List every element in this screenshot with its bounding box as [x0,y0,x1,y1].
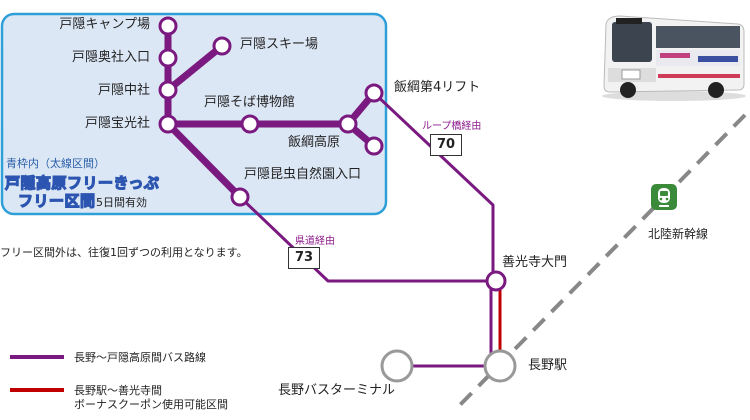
route-70-via: ループ橋経由 [422,121,482,132]
shinkansen-label: 北陸新幹線 [648,227,709,241]
route-70-badge: 70 [430,134,462,156]
stop-label-soba: 戸隠そば博物館 [204,95,296,110]
stop-marker-togakushi-camp [158,16,178,36]
stop-marker-ski [212,36,232,56]
stop-markers [158,16,507,292]
legend-purple-label: 長野～戸隠高原間バス路線 [74,351,206,364]
stop-label-iizuna-kogen: 飯綱高原 [288,135,341,150]
stop-label-iizuna-lift: 飯綱第4リフト [394,80,481,95]
stop-marker-chusha [158,80,178,100]
free-pass-validity: 5日間有効 [96,196,147,209]
stop-marker-okusha [158,48,178,68]
stop-marker-zenkoji [485,270,507,292]
station-marker-bus-terminal [380,349,414,383]
stop-label-bus-terminal: 長野バスターミナル [278,383,396,398]
stop-label-ski: 戸隠スキー場 [240,37,319,52]
outside-area-note: フリー区間外は、往復1回ずつの利用となります。 [0,246,248,259]
legend-red-label-line2: ボーナスクーポン使用可能区間 [74,398,228,411]
free-area-box [0,12,388,216]
stop-marker-soba [240,114,260,134]
route-73-via: 県道経由 [295,236,335,247]
route-73-badge: 73 [288,247,320,269]
stop-label-okusha: 戸隠奥社入口 [71,50,150,65]
stop-label-zenkoji: 善光寺大門 [502,255,568,270]
free-area-title: 青枠内（太線区間） [6,157,105,170]
stop-marker-iizuna-lift [364,83,384,103]
stop-marker-iizuna-branch [364,136,384,156]
stop-label-chusha: 戸隠中社 [97,83,150,98]
stop-marker-iizuna-kogen [338,114,358,134]
stop-marker-hokosha [158,114,178,134]
station-marker-nagano [483,349,517,383]
stop-label-togakushi-camp: 戸隠キャンプ場 [59,17,150,32]
free-pass-title: 戸隠高原フリーきっぷ [4,173,160,192]
route-lines [238,91,502,368]
legend-red-label-line1: 長野駅～善光寺間 [74,384,162,397]
shinkansen-train-icon [651,184,677,210]
stop-label-nagano-station: 長野駅 [528,358,568,373]
stop-label-hokosha: 戸隠宝光社 [84,116,150,131]
stop-label-insect-park: 戸隠昆虫自然園入口 [244,167,362,182]
stop-marker-insect-park [230,187,250,207]
free-pass-subtitle: フリー区間 [17,191,96,210]
bus-photo [598,10,746,102]
